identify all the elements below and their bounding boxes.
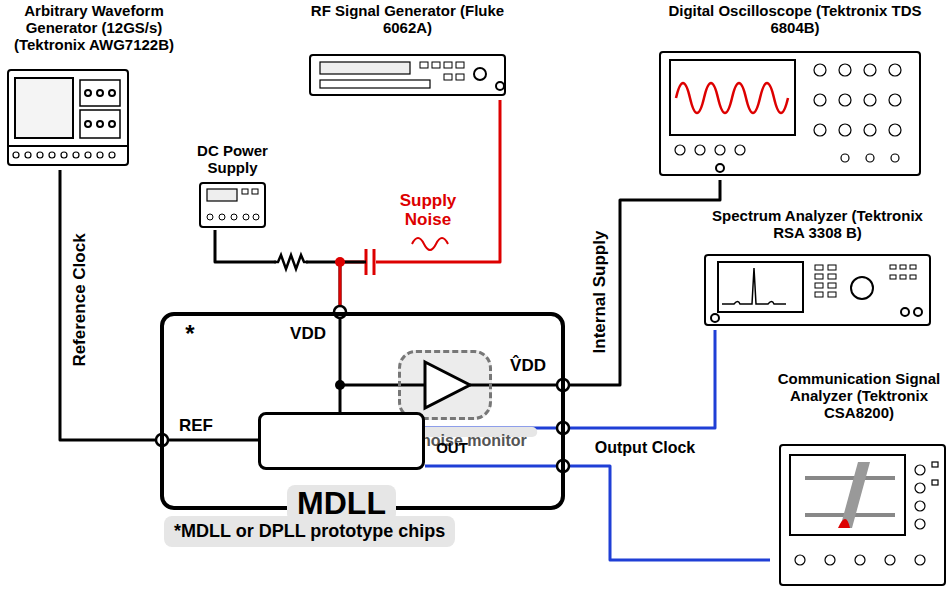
signal-name: REF [179,416,213,436]
edge-label: Reference Clock [70,233,90,366]
node-text: Communication Signal Analyzer (Tektronix… [770,370,948,421]
signal-name: V̂DD [510,356,546,376]
instrument-box: Arbitrary Waveform Generator (12GS/s) (T… [0,2,188,170]
node-text: MDLL [287,485,396,522]
node-text: Digital Oscilloscope (Tektronix TDS 6804… [660,2,930,36]
rf-generator-instrument [310,55,505,95]
capacitor-symbol [340,249,376,275]
node-text: Spectrum Analyzer (Tektronix RSA 3308 B) [695,207,940,241]
connector [60,170,258,440]
junction-dot [335,380,345,390]
connector [215,230,340,312]
chip-pins [156,306,569,472]
signal-name: * [185,320,194,348]
node-text: DC Power Supply [180,142,285,176]
dc-supply-instrument [200,183,265,227]
junction-dot [335,257,345,267]
noise-symbol [412,238,448,250]
node-text: RF Signal Generator (Fluke 6062A) [300,2,515,36]
connector [425,466,770,560]
connector [425,330,715,428]
connector [340,100,500,312]
resistor-symbol [274,252,308,272]
connector [492,180,720,385]
instrument-box: Communication Signal Analyzer (Tektronix… [770,370,948,590]
node-text: Arbitrary Waveform Generator (12GS/s) (T… [0,2,188,53]
instrument-box: DC Power Supply [180,142,285,230]
awg-instrument [8,70,128,165]
internal-wires [340,316,492,412]
signal-name: OUT [436,439,468,456]
edge-label: Supply Noise [393,191,463,229]
instrument-box: Spectrum Analyzer (Tektronix RSA 3308 B) [695,207,940,330]
instrument-box: Digital Oscilloscope (Tektronix TDS 6804… [660,2,930,180]
amplifier-symbol [425,362,470,408]
instrument-box: RF Signal Generator (Fluke 6062A) [300,2,515,100]
csa-instrument [780,445,945,585]
process-box: MDLL [258,412,425,470]
spectrum-analyzer-instrument [705,255,930,325]
signal-name: VDD [290,324,326,344]
oscilloscope-instrument [660,52,920,175]
chip-outline: *MDLL or DPLL prototype chipsSupply nois… [160,312,565,510]
monitor-box: Supply noise monitor [398,350,492,420]
edge-label: Output Clock [595,439,695,457]
edge-label: Internal Supply [590,231,610,354]
